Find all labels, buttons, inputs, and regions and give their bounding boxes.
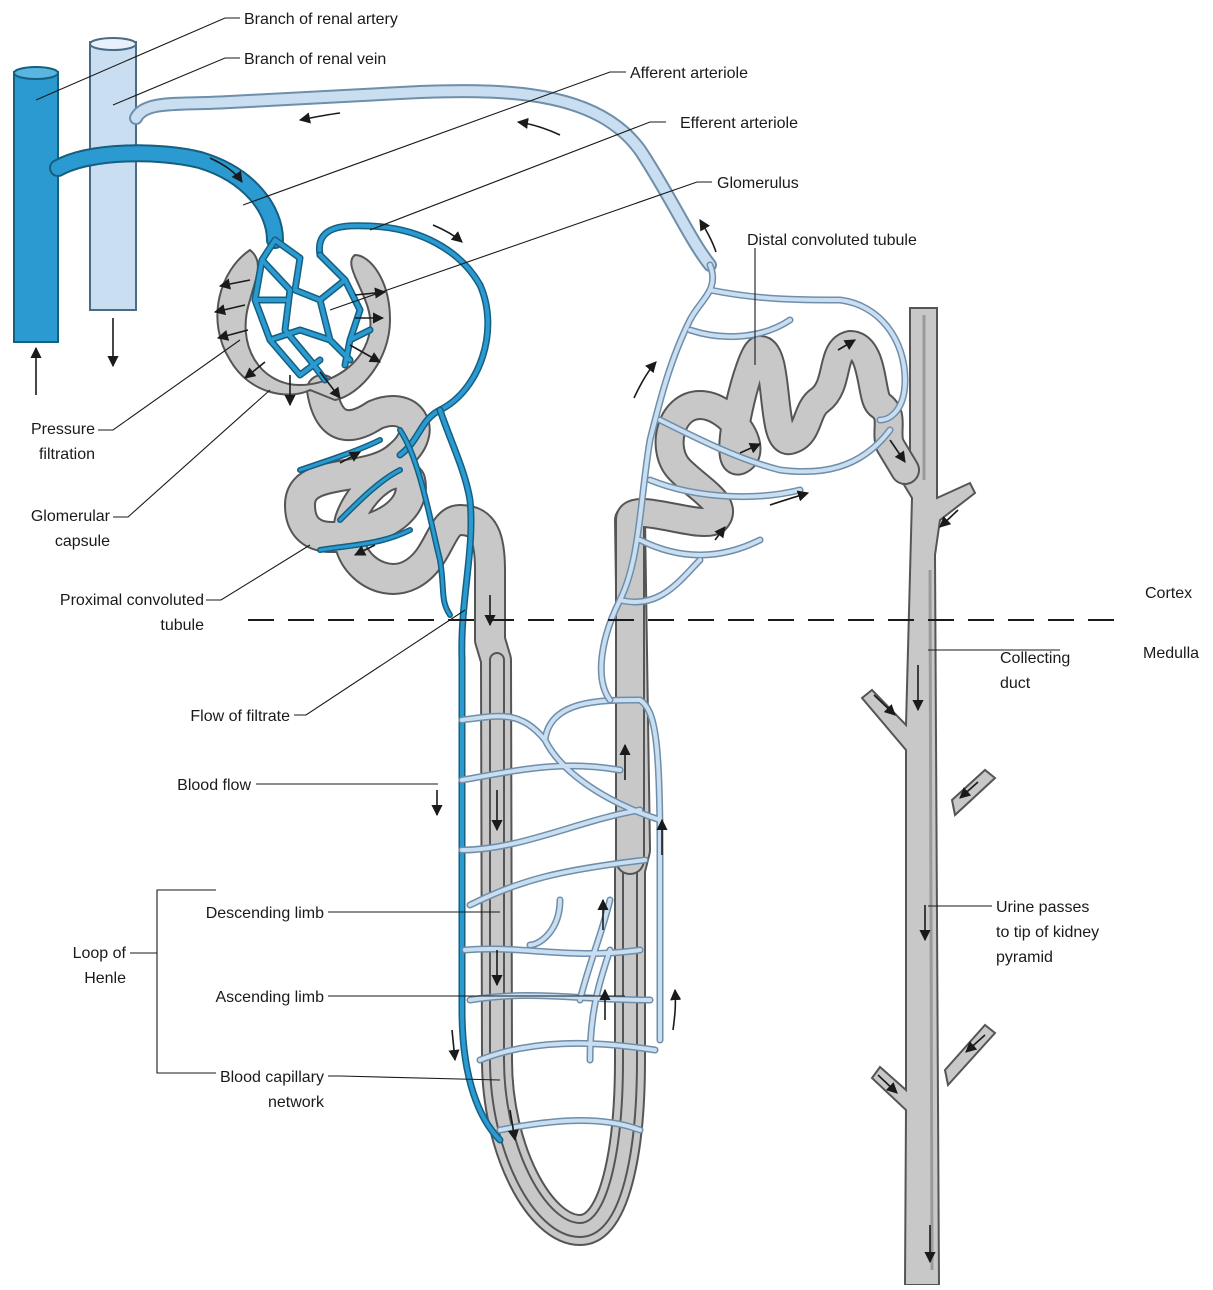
label-renal-artery: Branch of renal artery [244, 11, 398, 28]
label-pressure-1: Pressure [31, 421, 95, 438]
label-flow-filtrate: Flow of filtrate [190, 708, 290, 725]
label-renal-vein: Branch of renal vein [244, 51, 386, 68]
label-collecting-1: Collecting [1000, 650, 1070, 667]
label-urine-3: pyramid [996, 949, 1053, 966]
label-proximal-2: tubule [160, 617, 204, 634]
label-afferent-arteriole: Afferent arteriole [630, 65, 748, 82]
label-capsule-2: capsule [55, 533, 110, 550]
label-urine-1: Urine passes [996, 899, 1089, 916]
label-medulla: Medulla [1143, 645, 1199, 662]
label-collecting-2: duct [1000, 675, 1031, 692]
label-pressure-2: filtration [39, 446, 95, 463]
label-capillary-1: Blood capillary [220, 1069, 324, 1086]
label-distal-tubule: Distal convoluted tubule [747, 232, 917, 249]
renal-vein [90, 38, 710, 310]
label-ascending-limb: Ascending limb [216, 989, 325, 1006]
label-descending-limb: Descending limb [206, 905, 324, 922]
label-proximal-1: Proximal convoluted [60, 592, 204, 609]
label-urine-2: to tip of kidney [996, 924, 1099, 941]
label-efferent-arteriole: Efferent arteriole [680, 115, 798, 132]
label-cortex: Cortex [1145, 585, 1192, 602]
label-blood-flow: Blood flow [177, 777, 251, 794]
label-glomerulus: Glomerulus [717, 175, 799, 192]
label-capillary-2: network [268, 1094, 325, 1111]
label-loop-1: Loop of [73, 945, 127, 962]
label-capsule-1: Glomerular [31, 508, 111, 525]
label-loop-2: Henle [84, 970, 126, 987]
